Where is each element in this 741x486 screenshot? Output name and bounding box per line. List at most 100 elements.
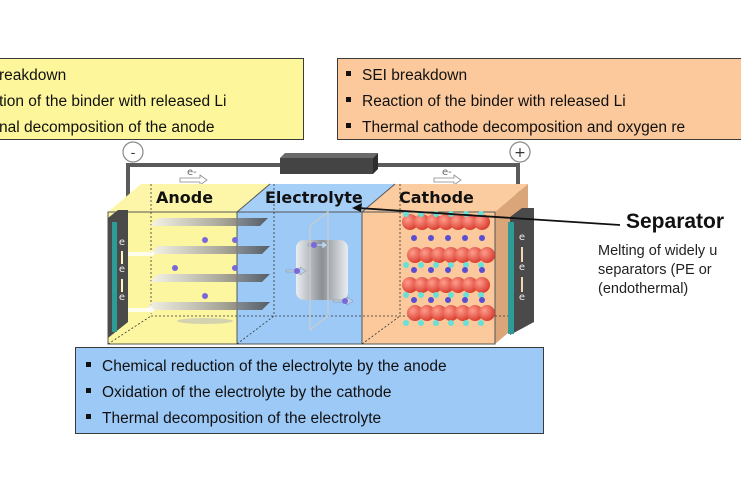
lithium-ion — [462, 297, 468, 303]
oxygen-atom — [431, 305, 447, 321]
oxygen-atom — [407, 247, 423, 263]
electrolyte-reaction-text: Oxidation of the electrolyte by the cath… — [102, 384, 392, 401]
electron-label: e — [519, 232, 525, 243]
cathode-label: Cathode — [399, 188, 474, 207]
hidden-edges — [107, 184, 528, 345]
oxygen-atom — [438, 277, 454, 293]
cathode-reactions-box: SEI breakdown Reaction of the binder wit… — [337, 58, 741, 140]
lithium-ion — [411, 297, 417, 303]
oxygen-atom — [479, 247, 495, 263]
oxygen-atom — [419, 305, 435, 321]
anode-reaction-item: nal decomposition of the anode — [0, 115, 303, 141]
electrolyte-label: Electrolyte — [265, 188, 363, 207]
oxygen-atom — [467, 247, 483, 263]
bullet-icon — [86, 362, 91, 368]
anode-reaction-item: tion of the binder with released Li — [0, 89, 303, 115]
electron-label: e — [119, 292, 125, 303]
separator-pointer — [352, 203, 621, 226]
metal-atom — [403, 262, 409, 268]
oxygen-atom — [450, 214, 466, 230]
separator-title: Separator — [626, 210, 725, 233]
electron-label: e — [119, 264, 125, 275]
negative-terminal-label: - — [131, 146, 136, 161]
electrolyte-reaction-item: Chemical reduction of the electrolyte by… — [86, 354, 543, 380]
oxygen-atom — [455, 247, 471, 263]
negative-terminal-icon: - — [122, 141, 144, 163]
oxygen-atom — [443, 247, 459, 263]
load-block-icon — [280, 153, 378, 174]
metal-atom — [463, 292, 469, 298]
metal-atom — [478, 320, 484, 326]
bullet-icon — [346, 97, 351, 103]
bullet-icon — [86, 388, 91, 394]
cathode-reaction-text: SEI breakdown — [362, 67, 468, 84]
metal-atom — [448, 320, 454, 326]
oxygen-atom — [419, 247, 435, 263]
metal-atom — [448, 292, 454, 298]
oxygen-atom — [414, 214, 430, 230]
separator-membrane — [285, 210, 354, 332]
graphite-layers-icon — [128, 218, 270, 324]
separator-description-line: (endothermal) — [598, 281, 689, 297]
oxygen-atom — [426, 214, 442, 230]
lithium-ion — [479, 267, 485, 273]
electrolyte-reaction-item: Oxidation of the electrolyte by the cath… — [86, 380, 543, 406]
metal-atom — [448, 262, 454, 268]
electron-label: e — [119, 237, 125, 248]
electrolyte-reaction-item: Thermal decomposition of the electrolyte — [86, 406, 543, 432]
anode-current-collector: e e e — [108, 210, 128, 338]
electron-flow-label: e- — [187, 167, 197, 178]
metal-atom — [403, 211, 409, 217]
cathode-reaction-text: Thermal cathode decomposition and oxygen… — [362, 119, 686, 136]
lithium-ion — [445, 235, 451, 241]
electron-flow-left: e- — [179, 167, 208, 186]
bullet-icon — [86, 414, 91, 420]
anode-reaction-text: nal decomposition of the anode — [0, 119, 215, 136]
oxygen-atom — [479, 305, 495, 321]
oxygen-atom — [474, 277, 490, 293]
lithium-ion — [462, 267, 468, 273]
oxygen-atom — [407, 305, 423, 321]
cathode-reaction-text: Reaction of the binder with released Li — [362, 93, 626, 110]
lithium-ion — [462, 235, 468, 241]
electron-flow-right: e- — [433, 167, 462, 186]
oxygen-atom — [438, 214, 454, 230]
cathode-reaction-item: Thermal cathode decomposition and oxygen… — [346, 115, 741, 141]
lithium-ion — [428, 267, 434, 273]
cathode-top-face — [362, 184, 528, 212]
electrolyte-reaction-text: Chemical reduction of the electrolyte by… — [102, 358, 447, 375]
cathode-reaction-item: Reaction of the binder with released Li — [346, 89, 741, 115]
arrow-right-icon — [179, 174, 208, 186]
oxygen-atom — [462, 277, 478, 293]
positive-terminal-label: + — [514, 145, 526, 161]
arrow-left-icon — [352, 203, 362, 212]
metal-atom — [418, 262, 424, 268]
metal-atom — [433, 262, 439, 268]
positive-terminal-icon: + — [509, 141, 531, 163]
anode-label: Anode — [156, 188, 213, 207]
bullet-icon — [346, 123, 351, 129]
oxygen-atom — [426, 277, 442, 293]
metal-atom — [478, 262, 484, 268]
metal-atom — [403, 320, 409, 326]
lithium-ion — [479, 297, 485, 303]
separator-description: Melting of widely u separators (PE or (e… — [598, 242, 717, 299]
lithium-ion — [445, 297, 451, 303]
cathode-current-collector: e e e — [508, 208, 534, 335]
anode-reaction-item: reakdown — [0, 63, 303, 89]
electrolyte-top-face — [237, 184, 395, 212]
lithium-ion — [428, 235, 434, 241]
bullet-icon — [346, 71, 351, 77]
lithium-ion — [445, 267, 451, 273]
anode-reaction-text: reakdown — [0, 67, 67, 84]
arrow-right-icon — [433, 174, 462, 186]
oxygen-atom — [402, 214, 418, 230]
cathode-front-face — [362, 212, 495, 344]
cathode-reaction-item: SEI breakdown — [346, 63, 741, 89]
metal-atom — [418, 320, 424, 326]
oxygen-atom — [414, 277, 430, 293]
metal-atom — [403, 292, 409, 298]
oxygen-atom — [462, 214, 478, 230]
oxygen-atom — [455, 305, 471, 321]
